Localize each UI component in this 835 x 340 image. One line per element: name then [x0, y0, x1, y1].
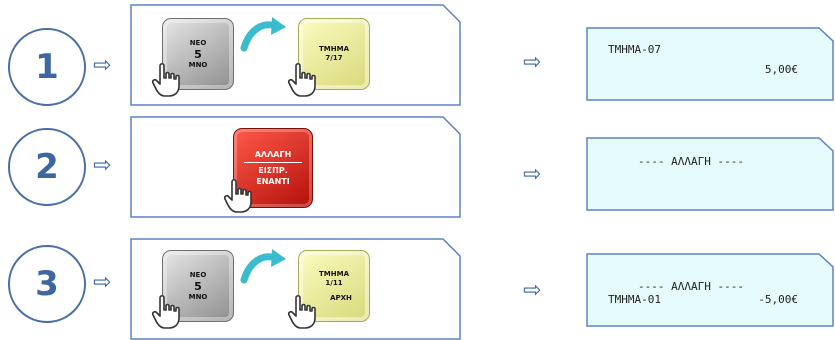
curved-arrow-icon	[240, 14, 288, 54]
right-arrow-icon: ⇨	[93, 53, 112, 78]
display-frame	[586, 137, 834, 211]
key-label-line3: ΑΡΧΗ	[330, 293, 352, 302]
step-number-badge: 1	[8, 28, 86, 106]
key-divider	[244, 162, 302, 163]
key-value-label: 5	[194, 47, 202, 61]
display-line-2-right: -5,00€	[758, 293, 798, 306]
step-2: 2 ⇨ ΑΛΛΑΓΗ ΕΙΣΠΡ. ΕΝΑΝΤΙ ⇨ ---- ΑΛΛΑΓΗ -…	[0, 112, 835, 222]
key-label-line2: 7/17	[325, 54, 343, 62]
pointing-hand-icon	[150, 294, 186, 330]
step-number: 2	[35, 147, 59, 187]
pointing-hand-icon	[286, 62, 322, 98]
step-number-badge: 2	[8, 128, 86, 206]
display-line-1: ---- ΑΛΛΑΓΗ ----	[638, 155, 744, 168]
key-sequence-panel: ΝΕΟ 5 ΜΝΟ ΤΜΗΜΑ 7/17	[130, 4, 461, 106]
pointing-hand-icon	[150, 62, 186, 98]
curved-arrow-icon	[240, 246, 288, 286]
step-number: 3	[35, 264, 59, 304]
change-refund-key[interactable]: ΑΛΛΑΓΗ ΕΙΣΠΡ. ΕΝΑΝΤΙ	[233, 128, 313, 208]
right-arrow-icon: ⇨	[93, 153, 112, 178]
key-bottom-label: ΜΝΟ	[188, 60, 208, 69]
right-arrow-icon: ⇨	[523, 162, 542, 187]
display-line-2: 5,00€	[764, 63, 798, 76]
key-label-line2: ΕΙΣΠΡ.	[258, 166, 288, 175]
fiscal-display: ΤΜΗΜΑ-07 5,00€	[586, 27, 834, 101]
key-label-line1: ΤΜΗΜΑ	[319, 45, 349, 53]
key-top-label: ΝΕΟ	[189, 38, 207, 47]
pointing-hand-icon	[222, 178, 258, 214]
right-arrow-icon: ⇨	[523, 278, 542, 303]
display-line-2-left: ΤΜΗΜΑ-01	[608, 293, 661, 306]
key-sequence-panel: ΑΛΛΑΓΗ ΕΙΣΠΡ. ΕΝΑΝΤΙ	[130, 116, 461, 218]
pointing-hand-icon	[286, 294, 322, 330]
display-line-1: ---- ΑΛΛΑΓΗ ----	[638, 280, 744, 293]
display-frame	[586, 27, 834, 101]
step-number: 1	[35, 47, 59, 87]
key-value-label: 5	[194, 279, 202, 293]
key-label-line1: ΤΜΗΜΑ	[319, 269, 349, 278]
display-line-1: ΤΜΗΜΑ-07	[608, 43, 661, 56]
key-label-line3: ΕΝΑΝΤΙ	[256, 177, 290, 186]
right-arrow-icon: ⇨	[523, 50, 542, 75]
step-3: 3 ⇨ ΝΕΟ 5 ΜΝΟ ΤΜΗΜΑ 1/11 ΑΡΧΗ ⇨ ---- ΑΛΛ…	[0, 228, 835, 340]
step-1: 1 ⇨ ΝΕΟ 5 ΜΝΟ ΤΜΗΜΑ 7/17 ⇨ ΤΜΗΜΑ-07 5,00…	[0, 0, 835, 110]
right-arrow-icon: ⇨	[93, 270, 112, 295]
key-bottom-label: ΜΝΟ	[188, 292, 208, 301]
fiscal-display: ---- ΑΛΛΑΓΗ ---- ΤΜΗΜΑ-01 -5,00€	[586, 253, 834, 327]
key-label-line2: 1/11	[325, 278, 343, 287]
display-frame	[586, 253, 834, 327]
step-number-badge: 3	[8, 245, 86, 323]
key-top-label: ΝΕΟ	[189, 270, 207, 279]
key-sequence-panel: ΝΕΟ 5 ΜΝΟ ΤΜΗΜΑ 1/11 ΑΡΧΗ	[130, 238, 461, 340]
key-label-line1: ΑΛΛΑΓΗ	[254, 150, 292, 159]
fiscal-display: ---- ΑΛΛΑΓΗ ----	[586, 137, 834, 211]
